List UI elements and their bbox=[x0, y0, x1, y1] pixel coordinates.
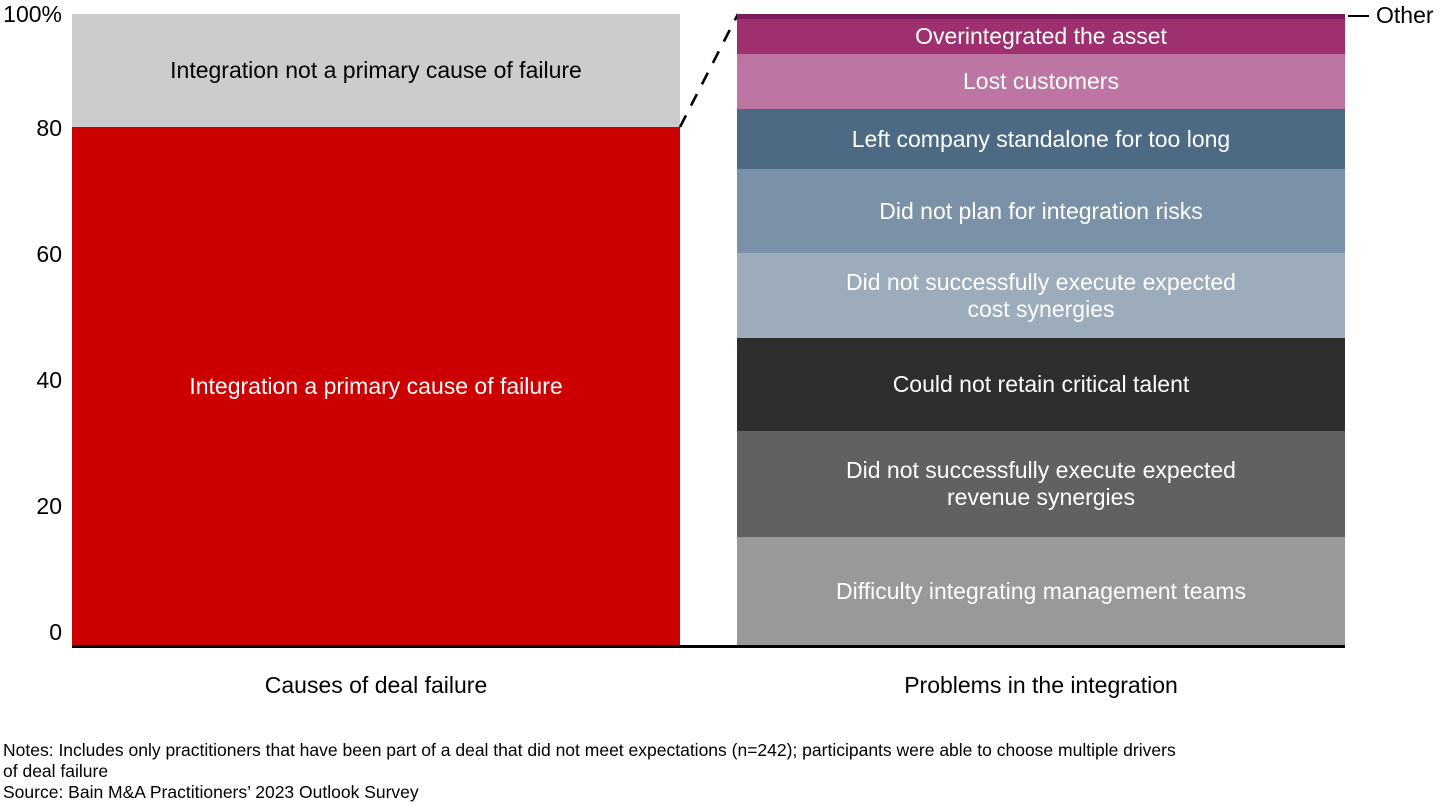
bar-segment-revenue-synergies[interactable]: Did not successfully execute expected re… bbox=[737, 431, 1345, 537]
y-tick-40: 40 bbox=[36, 367, 62, 393]
y-tick-80: 80 bbox=[36, 115, 62, 141]
bar-segment-left-company-standalone-too-long[interactable]: Left company standalone for too long bbox=[737, 109, 1345, 169]
other-callout-label: Other bbox=[1376, 2, 1434, 28]
bar-segment-label: Integration a primary cause of failure bbox=[189, 372, 563, 399]
y-tick-100: 100% bbox=[3, 1, 62, 27]
other-callout: Other bbox=[1348, 4, 1440, 34]
bar-segment-label: Did not plan for integration risks bbox=[879, 197, 1203, 224]
source-line: Source: Bain M&A Practitioners’ 2023 Out… bbox=[3, 782, 419, 802]
bar-segment-overintegrated-the-asset[interactable]: Overintegrated the asset bbox=[737, 19, 1345, 54]
footnotes: Notes: Includes only practitioners that … bbox=[3, 740, 1437, 803]
bar-segment-could-not-retain-critical-talent[interactable]: Could not retain critical talent bbox=[737, 338, 1345, 431]
connector-line bbox=[678, 13, 740, 128]
chart-canvas: 100% 80 60 40 20 0 Integration not a pri… bbox=[3, 1, 1440, 699]
bar-segment-other[interactable] bbox=[737, 14, 1345, 19]
bar-segment-cost-synergies[interactable]: Did not successfully execute expected co… bbox=[737, 253, 1345, 338]
bar-segment-label: Could not retain critical talent bbox=[892, 371, 1190, 397]
notes-line-1: Notes: Includes only practitioners that … bbox=[3, 740, 1176, 760]
x-axis-label-causes-of-deal-failure: Causes of deal failure bbox=[264, 672, 488, 698]
stacked-bar-problems-in-the-integration[interactable]: Overintegrated the asset Lost customers … bbox=[737, 14, 1345, 645]
bar-segment-did-not-plan-integration-risks[interactable]: Did not plan for integration risks bbox=[737, 169, 1345, 253]
bar-segment-label: Difficulty integrating management teams bbox=[836, 577, 1246, 604]
bar-segment-label: Overintegrated the asset bbox=[915, 23, 1167, 49]
bar-segment-label: Left company standalone for too long bbox=[851, 125, 1231, 152]
y-tick-0: 0 bbox=[49, 619, 62, 645]
notes-line-2: of deal failure bbox=[3, 761, 109, 781]
x-axis-label-problems-in-the-integration: Problems in the integration bbox=[904, 672, 1178, 698]
stacked-bar-causes-of-deal-failure[interactable]: Integration not a primary cause of failu… bbox=[72, 14, 680, 645]
x-axis-baseline bbox=[72, 645, 1345, 648]
bar-segment-label: Integration not a primary cause of failu… bbox=[170, 57, 582, 83]
y-tick-20: 20 bbox=[36, 493, 62, 519]
bar-segment-lost-customers[interactable]: Lost customers bbox=[737, 54, 1345, 109]
bar-segment-integration-primary-cause[interactable]: Integration a primary cause of failure bbox=[72, 127, 680, 645]
bar-segment-difficulty-integrating-management-teams[interactable]: Difficulty integrating management teams bbox=[737, 537, 1345, 645]
callout-leader-line bbox=[1348, 15, 1369, 17]
bar-segment-label: Did not successfully execute expected re… bbox=[846, 457, 1236, 510]
bar-segment-integration-not-primary-cause[interactable]: Integration not a primary cause of failu… bbox=[72, 14, 680, 127]
y-tick-60: 60 bbox=[36, 241, 62, 267]
bar-segment-label: Did not successfully execute expected co… bbox=[846, 268, 1236, 322]
bar-segment-label: Lost customers bbox=[963, 68, 1119, 94]
